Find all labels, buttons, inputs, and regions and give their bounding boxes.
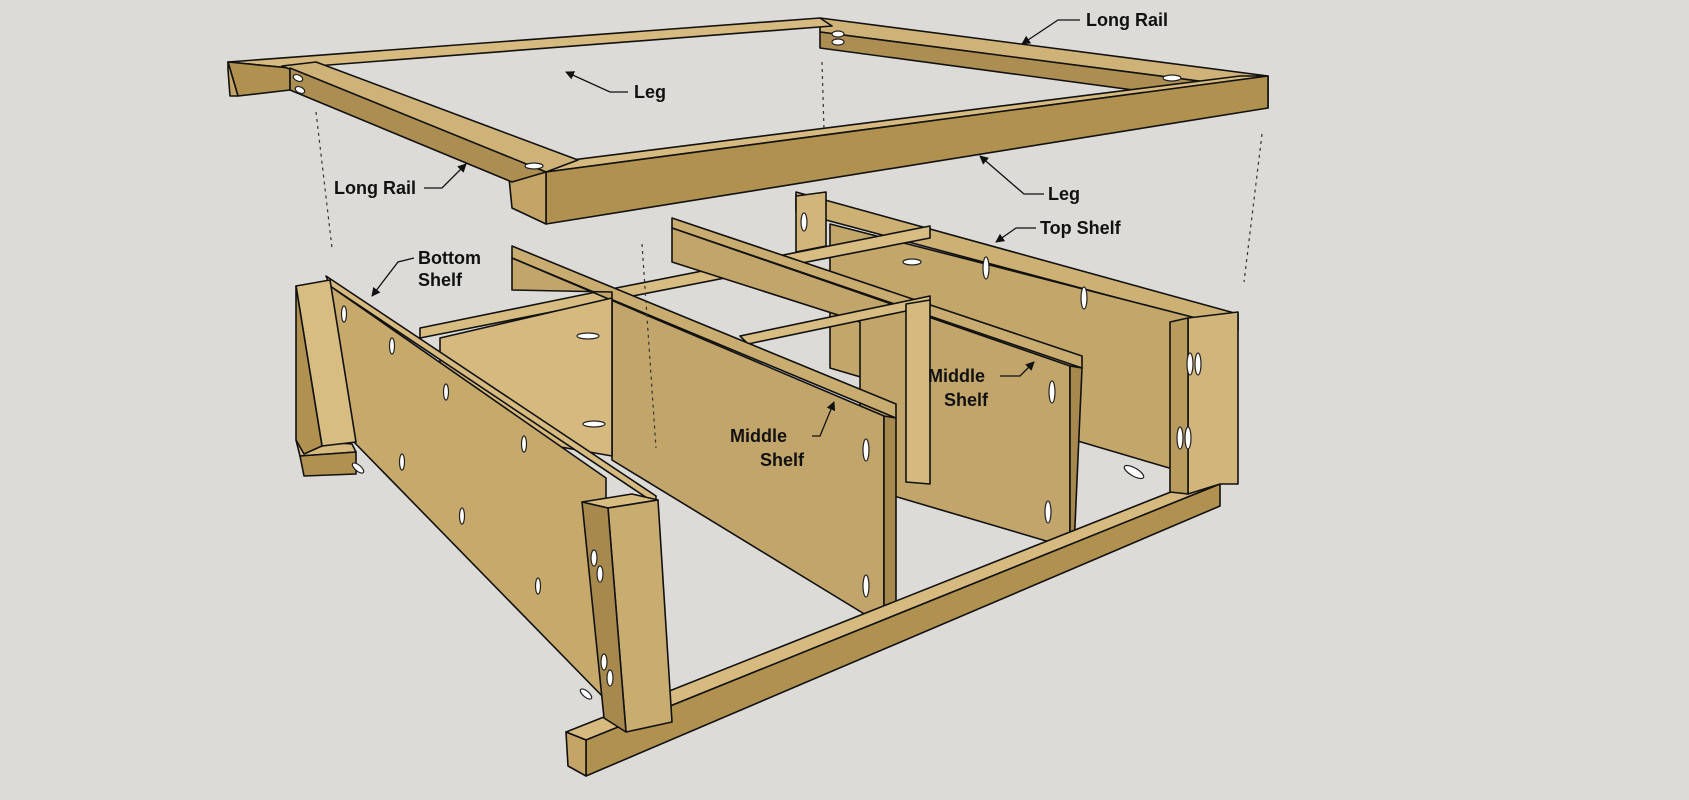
pocket-hole-icon	[1184, 426, 1192, 450]
pocket-hole-icon	[1080, 286, 1088, 310]
leg-back	[227, 17, 833, 69]
pocket-hole-icon	[1186, 352, 1194, 376]
pocket-hole-icon	[520, 435, 528, 453]
pocket-hole-icon	[398, 453, 406, 471]
arrow-icon	[812, 401, 836, 437]
arrow-icon	[565, 71, 628, 93]
pocket-hole-icon	[351, 462, 365, 474]
label-long-rail-left: Long Rail	[334, 178, 416, 198]
pocket-hole-icon	[458, 507, 466, 525]
pocket-hole-icon	[862, 574, 870, 598]
arrow-icon	[1021, 19, 1080, 45]
pocket-hole-icon	[524, 162, 544, 170]
alignment-line	[315, 111, 333, 249]
pocket-hole-icon	[596, 565, 604, 583]
label-top-shelf: Top Shelf	[1040, 218, 1122, 238]
leg-right-back-face	[1169, 317, 1189, 495]
pocket-hole-icon	[1048, 380, 1056, 404]
bottom-rail-front-end	[565, 731, 587, 777]
arrow-icon	[995, 227, 1036, 243]
leaders	[371, 19, 1080, 437]
inner-divider	[905, 299, 931, 485]
pocket-hole-icon	[576, 332, 600, 340]
arrow-icon	[1000, 361, 1035, 377]
pocket-hole-icon	[292, 73, 304, 83]
label-long-rail-top: Long Rail	[1086, 10, 1168, 30]
label-middle-shelf-right-1: Middle	[928, 366, 985, 386]
pocket-hole-icon	[606, 669, 614, 687]
label-bottom-shelf-2: Shelf	[418, 270, 463, 290]
top-frame	[227, 17, 1269, 225]
label-middle-shelf-right-2: Shelf	[944, 390, 989, 410]
pocket-hole-icon	[388, 337, 396, 355]
arrow-icon	[424, 163, 467, 189]
pocket-hole-icon	[590, 549, 598, 567]
alignment-line	[1243, 133, 1263, 283]
labels: Long Rail Leg Long Rail Leg Top Shelf Bo…	[334, 10, 1168, 470]
pocket-hole-icon	[1162, 74, 1182, 82]
pocket-hole-icon	[442, 383, 450, 401]
long-rail-left-side	[289, 67, 547, 183]
pocket-hole-icon	[831, 38, 845, 46]
leg-right-back	[1187, 311, 1239, 495]
bottom-rail-front-side	[585, 483, 1221, 777]
pocket-hole-icon	[582, 420, 606, 428]
arrow-icon	[371, 257, 415, 297]
pocket-hole-icon	[340, 305, 348, 323]
pocket-hole-icon	[982, 256, 990, 280]
pocket-hole-icon	[1044, 500, 1052, 524]
leg-back-end	[227, 61, 239, 97]
pocket-hole-icon	[600, 653, 608, 671]
pocket-hole-icon	[800, 212, 808, 232]
lower-assembly	[295, 191, 1239, 777]
pocket-hole-icon	[831, 30, 845, 38]
label-leg-top: Leg	[634, 82, 666, 102]
middle-shelf-right-side	[1069, 365, 1083, 549]
label-bottom-shelf-1: Bottom	[418, 248, 481, 268]
pocket-hole-icon	[1176, 426, 1184, 450]
middle-shelf-center-side	[883, 415, 897, 627]
label-middle-shelf-center-1: Middle	[730, 426, 787, 446]
pocket-hole-icon	[862, 438, 870, 462]
pocket-hole-icon	[579, 688, 593, 700]
arrow-icon	[979, 155, 1044, 195]
pocket-hole-icon	[534, 577, 542, 595]
pocket-hole-icon	[902, 258, 922, 266]
label-leg-right: Leg	[1048, 184, 1080, 204]
pocket-hole-icon	[1123, 464, 1145, 480]
leg-front-left-side	[295, 285, 323, 455]
alignment-lines	[315, 61, 1263, 449]
label-middle-shelf-center-2: Shelf	[760, 450, 805, 470]
bottom-rail-left-side	[299, 451, 357, 477]
pocket-hole-icon	[1194, 352, 1202, 376]
alignment-line	[821, 61, 825, 131]
alignment-line	[641, 243, 657, 449]
long-rail-left	[281, 61, 579, 173]
pocket-hole-icon	[294, 85, 306, 95]
